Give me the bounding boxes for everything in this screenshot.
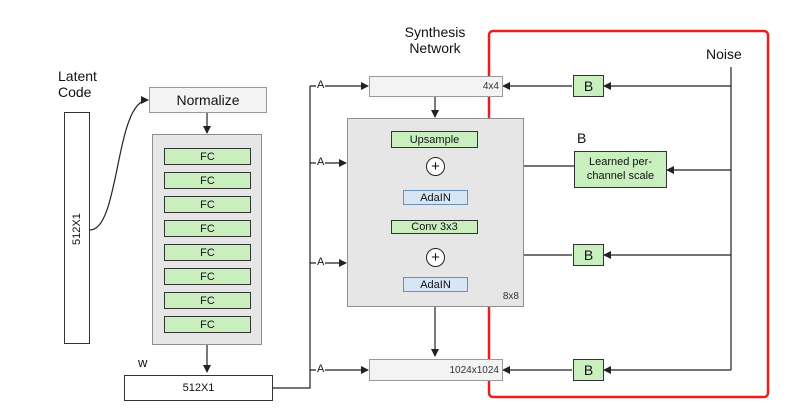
noise-scale-b-box: B	[573, 244, 604, 266]
w-vector-label: 512X1	[182, 382, 215, 394]
fc-label: FC	[200, 198, 215, 211]
fc-label: FC	[200, 294, 215, 307]
affine-label: A	[316, 79, 326, 91]
learned-scale-box: Learned per- channel scale	[574, 151, 667, 188]
output-resolution-label: 1024x1024	[449, 365, 500, 376]
fc-label: FC	[200, 246, 215, 259]
fc-label: FC	[200, 174, 215, 187]
latent-vector-box	[64, 112, 90, 344]
noise-title: Noise	[706, 46, 742, 62]
w-bus-line	[273, 86, 311, 389]
adain-box-1: AdaIN	[403, 190, 468, 205]
normalize-label: Normalize	[176, 92, 240, 108]
conv-label: Conv 3x3	[411, 221, 458, 233]
fc-label: FC	[200, 150, 215, 163]
affine-label: A	[316, 363, 326, 375]
affine-label: A	[316, 156, 326, 168]
adain-label: AdaIN	[420, 191, 451, 204]
adain-label: AdaIN	[420, 278, 451, 291]
latent-code-title: Latent Code	[58, 68, 97, 100]
const-resolution-label: 4x4	[482, 81, 499, 92]
w-label: w	[138, 355, 148, 370]
fc-label: FC	[200, 222, 215, 235]
latent-title-line1: Latent	[58, 68, 97, 84]
b-label: B	[583, 362, 594, 378]
noise-add-1-icon: +	[426, 157, 445, 176]
synthesis-network-title: Synthesis Network	[368, 24, 502, 56]
affine-label: A	[316, 256, 326, 268]
const-input-box: 4x4	[369, 76, 503, 97]
fc-layer: FC	[164, 148, 251, 165]
synthesis-block-panel: 8x8	[347, 118, 524, 307]
fc-layer: FC	[164, 172, 251, 189]
b-label: B	[583, 78, 594, 94]
synthesis-title-line1: Synthesis	[404, 24, 466, 40]
w-vector-box: 512X1	[124, 375, 273, 401]
fc-label: FC	[200, 270, 215, 283]
learned-scale-line1: Learned per-	[589, 156, 652, 169]
conv-box: Conv 3x3	[391, 220, 478, 234]
fc-layer: FC	[164, 220, 251, 237]
normalize-box: Normalize	[149, 87, 267, 113]
fc-layer: FC	[164, 196, 251, 213]
fc-layer: FC	[164, 316, 251, 333]
fc-layer: FC	[164, 292, 251, 309]
noise-scale-b-box: B	[573, 75, 604, 97]
upsample-label: Upsample	[409, 133, 460, 146]
adain-box-2: AdaIN	[403, 277, 468, 292]
block-resolution-label: 8x8	[502, 291, 519, 302]
noise-scale-b-box: B	[573, 359, 604, 381]
b-label: B	[583, 247, 594, 263]
upsample-box: Upsample	[391, 131, 478, 148]
learned-scale-line2: channel scale	[586, 169, 655, 182]
fc-layer: FC	[164, 244, 251, 261]
b-header-label: B	[577, 130, 587, 146]
noise-add-2-icon: +	[426, 248, 445, 267]
fc-layer: FC	[164, 268, 251, 285]
fc-label: FC	[200, 318, 215, 331]
output-box: 1024x1024	[369, 359, 503, 381]
mapping-network-panel	[152, 134, 262, 345]
latent-title-line2: Code	[58, 84, 92, 101]
synthesis-title-line2: Network	[409, 40, 461, 57]
latent-vector-label: 512X1	[71, 213, 83, 245]
latent-to-normalize-arrow	[89, 96, 149, 231]
